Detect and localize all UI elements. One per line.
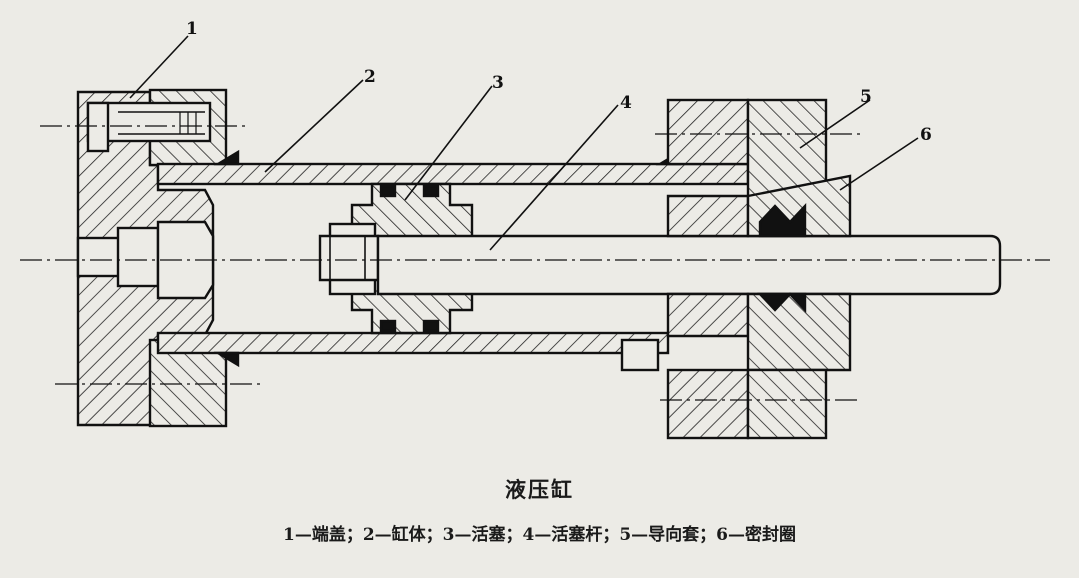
callout-1: 1: [186, 19, 198, 39]
diagram-title: 液压缸: [505, 477, 574, 502]
callout-5: 5: [860, 87, 872, 107]
callout-2: 2: [364, 67, 376, 87]
end-cap: [76, 88, 228, 428]
callout-4: 4: [620, 93, 632, 113]
hydraulic-cylinder-drawing: 1 2 3 4 5 6: [20, 19, 1050, 440]
callout-3: 3: [492, 73, 504, 93]
seal-ring: [757, 202, 807, 314]
center-lines: [20, 125, 1050, 401]
piston-rod: [376, 234, 1002, 296]
callout-6: 6: [920, 125, 932, 145]
guide-sleeve: [620, 98, 852, 440]
leader-lines: [129, 35, 919, 251]
diagram-legend: 1—端盖；2—缸体；3—活塞；4—活塞杆；5—导向套；6—密封圈: [283, 525, 796, 545]
